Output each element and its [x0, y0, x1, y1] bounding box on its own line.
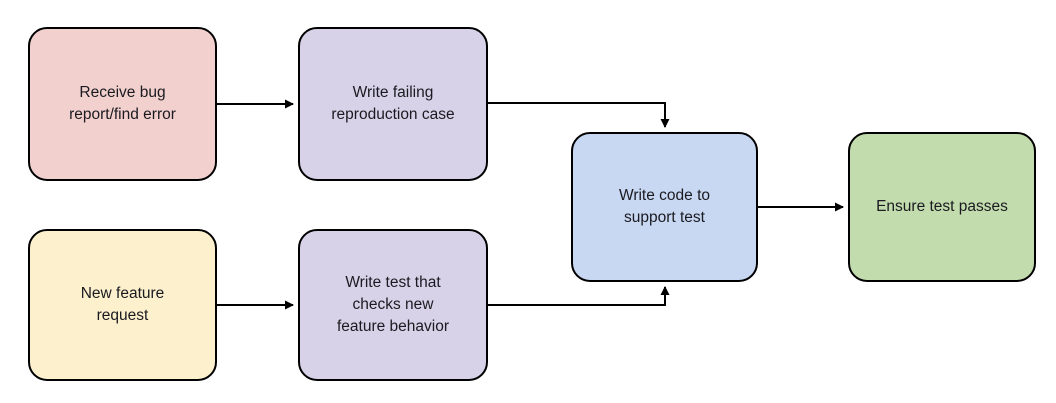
- node-write-failing-reproduction-case[interactable]: [298, 27, 488, 181]
- node-ensure-test-passes[interactable]: [848, 132, 1036, 282]
- edge-write-test-to-write-code: [487, 286, 670, 306]
- node-write-code-to-support-test[interactable]: [571, 132, 758, 282]
- node-write-test-checks-new-feature[interactable]: [298, 229, 488, 381]
- node-shape-group: [28, 27, 1036, 381]
- node-new-feature-request[interactable]: [28, 229, 217, 381]
- edge-path-group: [216, 99, 844, 310]
- node-receive-bug-report[interactable]: [28, 27, 217, 181]
- edge-reproduction-case-to-write-code: [487, 102, 670, 128]
